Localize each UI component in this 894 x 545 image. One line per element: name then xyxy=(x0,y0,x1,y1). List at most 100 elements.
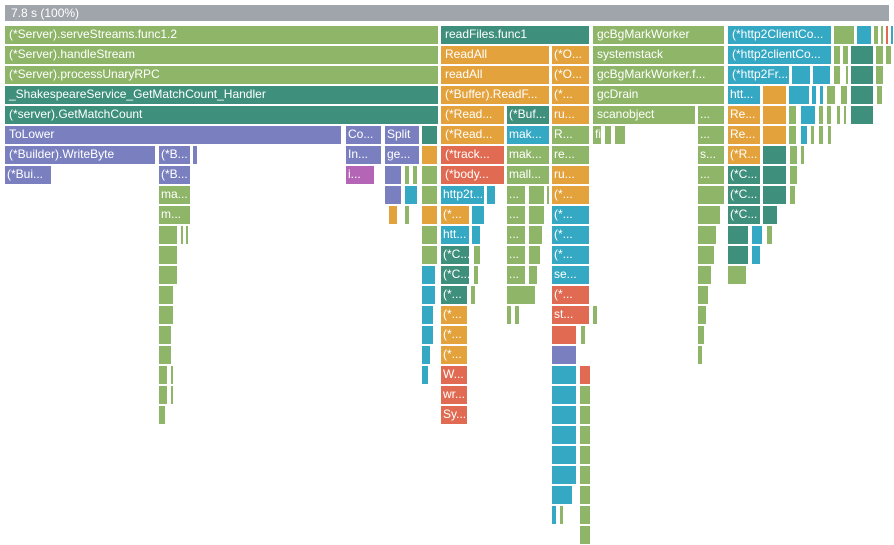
flame-frame-unlabeled[interactable] xyxy=(384,185,402,205)
flame-frame[interactable]: wr... xyxy=(440,385,468,405)
flame-frame-unlabeled[interactable] xyxy=(697,345,703,365)
flame-frame-unlabeled[interactable] xyxy=(551,425,577,445)
flame-frame[interactable]: (*... xyxy=(440,205,470,225)
flame-frame-unlabeled[interactable] xyxy=(762,165,787,185)
flame-frame[interactable]: ... xyxy=(506,245,526,265)
flame-frame[interactable]: htt... xyxy=(440,225,470,245)
flame-frame-unlabeled[interactable] xyxy=(791,65,811,85)
flame-frame-unlabeled[interactable] xyxy=(471,225,481,245)
flame-frame-unlabeled[interactable] xyxy=(404,205,410,225)
flame-frame-unlabeled[interactable] xyxy=(579,445,591,465)
flame-frame-unlabeled[interactable] xyxy=(880,25,884,45)
flamegraph-root-frame[interactable]: 7.8 s (100%) xyxy=(4,4,890,22)
flame-frame[interactable]: Split xyxy=(384,125,420,145)
flame-frame-unlabeled[interactable] xyxy=(421,285,436,305)
flame-frame-unlabeled[interactable] xyxy=(827,125,832,145)
flame-frame-unlabeled[interactable] xyxy=(762,105,787,125)
flame-frame-unlabeled[interactable] xyxy=(486,185,496,205)
flame-frame-unlabeled[interactable] xyxy=(811,85,817,105)
flame-frame[interactable]: Sy... xyxy=(440,405,468,425)
flame-frame[interactable]: (*body... xyxy=(440,165,505,185)
flame-frame[interactable]: mall... xyxy=(506,165,550,185)
flame-frame-unlabeled[interactable] xyxy=(470,285,476,305)
flame-frame-unlabeled[interactable] xyxy=(579,485,591,505)
flame-frame[interactable]: se... xyxy=(551,265,590,285)
flame-frame-unlabeled[interactable] xyxy=(528,185,545,205)
flame-frame[interactable]: mak... xyxy=(506,125,550,145)
flame-frame[interactable]: In... xyxy=(345,145,382,165)
flame-frame-unlabeled[interactable] xyxy=(551,385,577,405)
flame-frame-unlabeled[interactable] xyxy=(579,425,591,445)
flame-frame-unlabeled[interactable] xyxy=(158,285,174,305)
flame-frame-unlabeled[interactable] xyxy=(551,505,557,525)
flame-frame-unlabeled[interactable] xyxy=(727,245,749,265)
flame-frame[interactable]: ReadAll xyxy=(440,45,550,65)
flame-frame[interactable]: ... xyxy=(697,125,725,145)
flame-frame[interactable]: (*Read... xyxy=(440,105,505,125)
flame-frame[interactable]: (*B... xyxy=(158,145,191,165)
flame-frame[interactable]: W... xyxy=(440,365,468,385)
flame-frame-unlabeled[interactable] xyxy=(551,485,573,505)
flame-frame-unlabeled[interactable] xyxy=(826,105,832,125)
flame-frame-unlabeled[interactable] xyxy=(180,225,184,245)
flame-frame-unlabeled[interactable] xyxy=(421,165,438,185)
flame-frame[interactable]: gcBgMarkWorker xyxy=(592,25,725,45)
flame-frame[interactable]: (*server).GetMatchCount xyxy=(4,105,439,125)
flame-frame-unlabeled[interactable] xyxy=(697,185,725,205)
flame-frame-unlabeled[interactable] xyxy=(158,405,166,425)
flame-frame[interactable]: (*C... xyxy=(727,165,761,185)
flame-frame[interactable]: _ShakespeareService_GetMatchCount_Handle… xyxy=(4,85,439,105)
flame-frame-unlabeled[interactable] xyxy=(833,65,841,85)
flame-frame-unlabeled[interactable] xyxy=(762,85,787,105)
flame-frame-unlabeled[interactable] xyxy=(876,85,883,105)
flame-frame-unlabeled[interactable] xyxy=(604,125,612,145)
flame-frame[interactable]: ToLower xyxy=(4,125,342,145)
flame-frame-unlabeled[interactable] xyxy=(551,325,577,345)
flame-frame-unlabeled[interactable] xyxy=(788,85,810,105)
flame-frame-unlabeled[interactable] xyxy=(850,85,874,105)
flame-frame-unlabeled[interactable] xyxy=(766,225,773,245)
flame-frame[interactable]: R... xyxy=(551,125,590,145)
flame-frame[interactable]: readAll xyxy=(440,65,550,85)
flame-frame-unlabeled[interactable] xyxy=(551,445,577,465)
flame-frame-unlabeled[interactable] xyxy=(421,265,436,285)
flame-frame-unlabeled[interactable] xyxy=(559,505,564,525)
flame-frame[interactable]: (*Read... xyxy=(440,125,505,145)
flame-frame-unlabeled[interactable] xyxy=(528,225,543,245)
flame-frame[interactable]: ma... xyxy=(158,185,191,205)
flame-frame-unlabeled[interactable] xyxy=(158,245,178,265)
flame-frame[interactable]: (*B... xyxy=(158,165,191,185)
flame-frame[interactable]: (*... xyxy=(440,305,468,325)
flame-frame-unlabeled[interactable] xyxy=(506,305,512,325)
flame-frame-unlabeled[interactable] xyxy=(818,125,824,145)
flame-frame-unlabeled[interactable] xyxy=(421,145,438,165)
flame-frame-unlabeled[interactable] xyxy=(404,165,410,185)
flame-frame-unlabeled[interactable] xyxy=(473,245,481,265)
flame-frame[interactable]: (*... xyxy=(551,85,590,105)
flame-frame[interactable]: (*... xyxy=(551,225,590,245)
flame-frame[interactable]: st... xyxy=(551,305,590,325)
flame-frame-unlabeled[interactable] xyxy=(826,85,836,105)
flame-frame-unlabeled[interactable] xyxy=(789,165,798,185)
flame-frame-unlabeled[interactable] xyxy=(471,205,485,225)
flame-frame[interactable]: s... xyxy=(697,145,725,165)
flame-frame-unlabeled[interactable] xyxy=(789,145,798,165)
flame-frame[interactable]: (*http2ClientCo... xyxy=(727,25,832,45)
flame-frame[interactable]: (*Server).handleStream xyxy=(4,45,439,65)
flame-frame-unlabeled[interactable] xyxy=(762,125,787,145)
flame-frame-unlabeled[interactable] xyxy=(819,85,824,105)
flame-frame-unlabeled[interactable] xyxy=(421,225,438,245)
flame-frame-unlabeled[interactable] xyxy=(890,25,894,45)
flame-frame[interactable]: re... xyxy=(551,145,590,165)
flame-frame[interactable]: (*track... xyxy=(440,145,505,165)
flame-frame[interactable]: (*O... xyxy=(551,65,590,85)
flame-frame[interactable]: (*Server).serveStreams.func1.2 xyxy=(4,25,439,45)
flame-frame-unlabeled[interactable] xyxy=(856,25,872,45)
flame-frame-unlabeled[interactable] xyxy=(579,505,591,525)
flame-frame-unlabeled[interactable] xyxy=(421,305,434,325)
flame-frame[interactable]: ... xyxy=(697,105,725,125)
flame-frame[interactable]: (*R... xyxy=(727,145,761,165)
flame-frame-unlabeled[interactable] xyxy=(421,205,438,225)
flame-frame[interactable]: m... xyxy=(158,205,191,225)
flame-frame-unlabeled[interactable] xyxy=(404,185,418,205)
